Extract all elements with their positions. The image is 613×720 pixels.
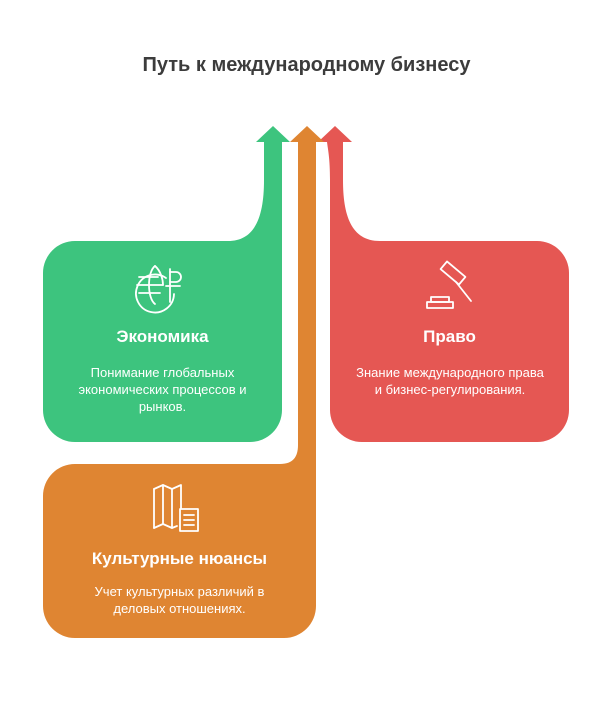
culture-heading: Культурные нюансы: [91, 549, 268, 568]
economics-description: Понимание глобальных экономических проце…: [78, 365, 247, 414]
globe-currency-icon: [135, 265, 182, 314]
law-heading: Право: [423, 327, 476, 346]
gavel-icon: [426, 260, 472, 309]
economics-shape: [43, 126, 290, 442]
culture-description: Учет культурных различий в деловых отнош…: [94, 584, 265, 616]
law-description: Знание международного права и бизнес-рег…: [356, 365, 544, 397]
map-document-icon: [153, 484, 199, 532]
page-title: Путь к международному бизнесу: [142, 54, 471, 76]
law-shape: [318, 126, 569, 442]
culture-shape: [43, 126, 324, 638]
economics-heading: Экономика: [116, 327, 209, 346]
